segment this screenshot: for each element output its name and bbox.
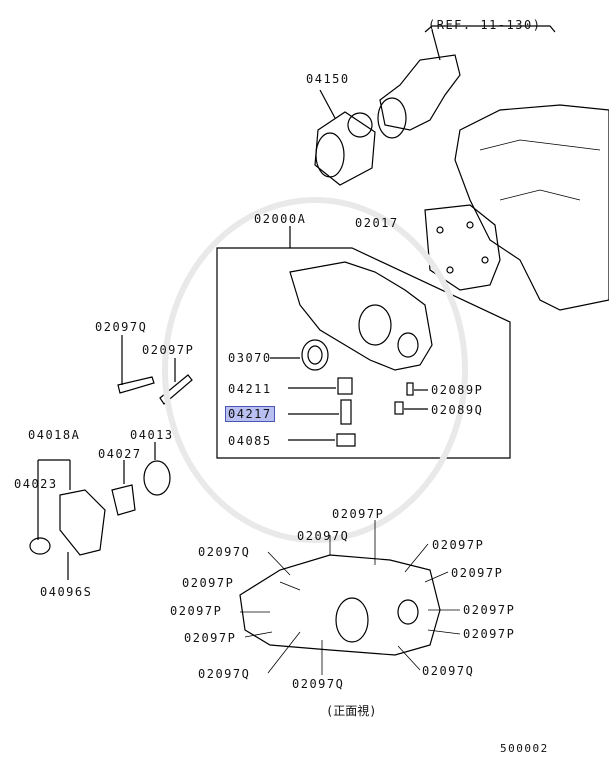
cover-callout-02097P-l2: 02097P: [170, 604, 223, 618]
watermark: [162, 197, 468, 543]
cover-callout-02097Q-left: 02097Q: [198, 545, 251, 559]
oil-pump-group-box: [216, 247, 511, 459]
callout-04018A: 04018A: [28, 428, 81, 442]
callout-04013: 04013: [130, 428, 174, 442]
callout-04023: 04023: [14, 477, 58, 491]
oil-pump-housing: [289, 261, 433, 371]
cover-callout-02097Q-bl: 02097Q: [198, 667, 251, 681]
callout-02089P: 02089P: [431, 383, 484, 397]
relief-plunger: [337, 377, 353, 395]
cover-callout-02097Q-bm: 02097Q: [292, 677, 345, 691]
cover-callout-02097P-r2: 02097P: [451, 566, 504, 580]
cover-callout-02097P-r4: 02097P: [463, 627, 516, 641]
cover-callout-02097P-l1: 02097P: [182, 576, 235, 590]
ref-label: (REF. 11-130): [428, 18, 542, 32]
callout-04085: 04085: [228, 434, 272, 448]
callout-04217-highlighted[interactable]: 04217: [225, 406, 275, 422]
view-caption: (正面視): [326, 704, 377, 718]
figure-number: 500002: [500, 742, 549, 755]
relief-plug: [336, 433, 356, 447]
callout-04150: 04150: [306, 72, 350, 86]
cover-callout-02097P-top: 02097P: [332, 507, 385, 521]
callout-04096S: 04096S: [40, 585, 93, 599]
cover-callout-02097Q-top: 02097Q: [297, 529, 350, 543]
callout-bolt-02097P: 02097P: [142, 343, 195, 357]
oil-seal: [301, 339, 329, 371]
ref-bracket: [424, 25, 556, 33]
o-ring-04023: [29, 537, 51, 555]
relief-spring: [340, 399, 352, 425]
pulley-04027: [111, 484, 136, 516]
callout-04027: 04027: [98, 447, 142, 461]
engine-block: [454, 104, 609, 311]
cover-callout-02097P-r1: 02097P: [432, 538, 485, 552]
oil-filter: [314, 111, 376, 186]
callout-04211: 04211: [228, 382, 272, 396]
callout-02017: 02017: [355, 216, 399, 230]
water-pump-body: [59, 489, 106, 556]
front-cover: [239, 554, 441, 656]
gasket-04013: [143, 460, 171, 496]
bolt-02097P: [159, 374, 193, 405]
callout-02089Q: 02089Q: [431, 403, 484, 417]
bolt-02097Q: [117, 376, 155, 394]
filter-bracket: [379, 54, 461, 131]
cover-callout-02097P-l3: 02097P: [184, 631, 237, 645]
callout-02000A: 02000A: [254, 212, 307, 226]
front-gasket: [424, 204, 501, 291]
cover-callout-02097Q-br: 02097Q: [422, 664, 475, 678]
callout-bolt-02097Q: 02097Q: [95, 320, 148, 334]
callout-03070: 03070: [228, 351, 272, 365]
cover-callout-02097P-r3: 02097P: [463, 603, 516, 617]
